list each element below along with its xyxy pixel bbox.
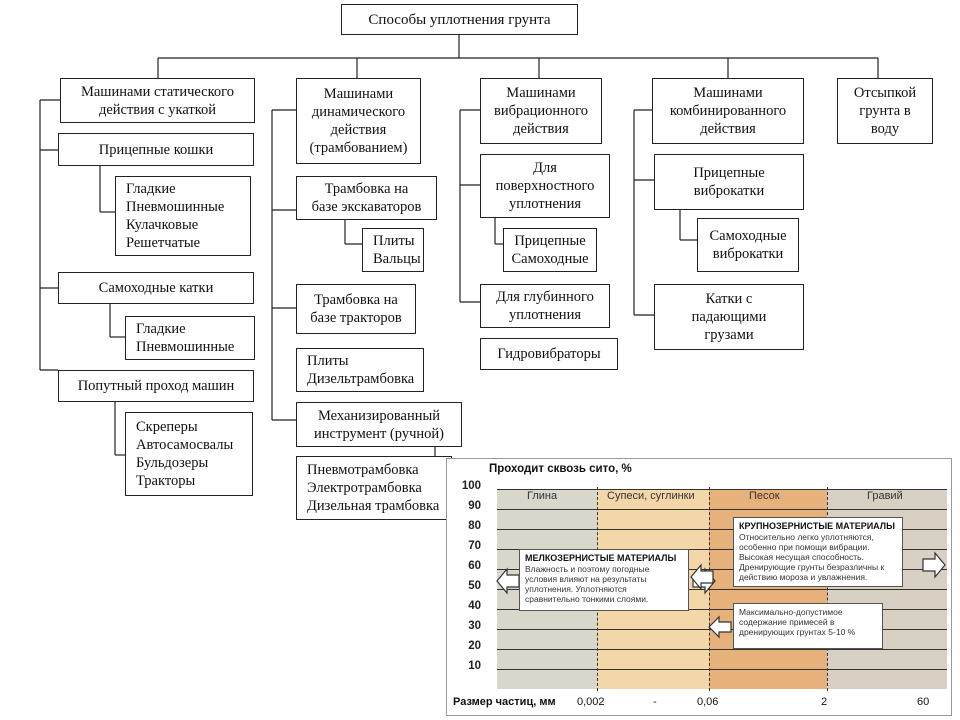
combined-self-vibro-box: Самоходные виброкатки — [697, 218, 799, 272]
x-tick: 60 — [917, 696, 930, 708]
vibration-surface-list: Прицепные Самоходные — [503, 228, 597, 272]
y-tick: 20 — [468, 640, 481, 652]
coarse-arrow-right — [922, 551, 946, 579]
combined-falling-box: Катки с падающими грузами — [654, 284, 804, 350]
vibration-surface-box: Для поверхностного уплотнения — [480, 154, 610, 218]
list-item: Прицепные — [514, 233, 586, 249]
dynamic-excavator-box: Трамбовка на базе экскаваторов — [296, 176, 437, 220]
vibration-deep-list: Гидровибраторы — [480, 338, 618, 370]
list-item: Плиты — [307, 353, 349, 369]
x-tick: 0,002 — [577, 696, 605, 708]
grid-line — [497, 609, 947, 610]
zone-label-gravel: Гравий — [867, 490, 903, 502]
category-water-box: Отсыпкой грунта в воду — [837, 78, 933, 144]
grid-line — [497, 589, 947, 590]
static-passing-list: Скреперы Автосамосвалы Бульдозеры Тракто… — [125, 412, 253, 496]
list-item: Пневмошинные — [136, 339, 235, 355]
fine-arrow — [496, 567, 520, 595]
list-item: Решетчатые — [126, 235, 201, 251]
arrows — [496, 551, 946, 639]
list-item: Кулачковые — [126, 217, 199, 233]
dynamic-tractor-list: Плиты Дизельтрамбовка — [296, 348, 424, 392]
zone-label-loam: Супеси, суглинки — [607, 490, 695, 502]
list-item: Электротрамбовка — [307, 480, 422, 496]
x-tick: 0,06 — [697, 696, 719, 708]
grid-line — [497, 509, 947, 510]
x-tick: 2 — [821, 696, 828, 708]
list-item: Дизельтрамбовка — [307, 371, 415, 387]
static-self-propelled-list: Гладкие Пневмошинные — [125, 316, 255, 360]
y-tick: 60 — [468, 560, 481, 572]
y-axis-title: Проходит сквозь сито, % — [489, 463, 632, 475]
list-item: Бульдозеры — [136, 455, 209, 471]
combined-trailed-vibro-box: Прицепные виброкатки — [654, 154, 804, 210]
y-tick: 40 — [468, 600, 481, 612]
dynamic-tool-box: Механизированный инструмент (ручной) — [296, 402, 462, 447]
y-tick: 10 — [468, 660, 481, 672]
y-tick: 100 — [461, 480, 481, 492]
list-item: Гидровибраторы — [497, 346, 601, 362]
x-tick: - — [653, 696, 657, 708]
limit-arrow — [708, 615, 732, 639]
list-item: Пневмотрамбовка — [307, 462, 419, 478]
vibration-deep-box: Для глубинного уплотнения — [480, 284, 610, 328]
static-passing-box: Попутный проход машин — [58, 370, 254, 402]
grid-line — [497, 549, 947, 550]
dynamic-excavator-list: Плиты Вальцы — [362, 228, 424, 272]
static-trailed-list: Гладкие Пневмошинные Кулачковые Решетчат… — [115, 176, 251, 256]
list-item: Плиты — [373, 233, 415, 249]
static-self-propelled-box: Самоходные катки — [58, 272, 254, 304]
category-dynamic-box: Машинами динамического действия (трамбов… — [296, 78, 421, 164]
y-tick: 70 — [468, 540, 481, 552]
y-tick: 30 — [468, 620, 481, 632]
zone-label-sand: Песок — [749, 490, 780, 502]
zone-label-clay: Глина — [527, 490, 558, 502]
impurity-limit-note: Максимально-допустимое содержание примес… — [733, 603, 883, 649]
grid-line — [497, 649, 947, 650]
list-item: Дизельная трамбовка — [307, 498, 440, 514]
grid-line — [497, 669, 947, 670]
grid-line — [497, 489, 947, 490]
dynamic-tractor-box: Трамбовка на базе тракторов — [296, 284, 416, 334]
list-item: Тракторы — [136, 473, 196, 489]
root-box: Способы уплотнения грунта — [341, 4, 578, 35]
category-vibration-box: Машинами вибрационного действия — [480, 78, 602, 144]
list-item: Пневмошинные — [126, 199, 225, 215]
category-combined-box: Машинами комбинированного действия — [652, 78, 804, 144]
category-static-box: Машинами статического действия с укаткой — [60, 78, 255, 123]
grid-line — [497, 569, 947, 570]
static-trailed-box: Прицепные кошки — [58, 133, 254, 166]
list-item: Автосамосвалы — [136, 437, 234, 453]
list-item: Гладкие — [126, 181, 176, 197]
soil-gradation-panel: Проходит сквозь сито, % Глина Супеси, су… — [446, 458, 952, 716]
list-item: Скреперы — [136, 419, 198, 435]
coarse-arrow — [690, 563, 714, 591]
list-item: Гладкие — [136, 321, 186, 337]
grid-line — [497, 529, 947, 530]
x-axis-title: Размер частиц, мм — [453, 696, 556, 708]
dynamic-tool-list: Пневмотрамбовка Электротрамбовка Дизельн… — [296, 456, 452, 520]
y-tick: 90 — [468, 500, 481, 512]
coarse-materials-note: КРУПНОЗЕРНИСТЫЕ МАТЕРИАЛЫ Относительно л… — [733, 517, 903, 587]
list-item: Самоходные — [511, 251, 589, 267]
fine-materials-note: МЕЛКОЗЕРНИСТЫЕ МАТЕРИАЛЫ Влажность и поэ… — [519, 549, 689, 611]
y-tick: 80 — [468, 520, 481, 532]
y-tick: 50 — [468, 580, 481, 592]
list-item: Вальцы — [373, 251, 421, 267]
